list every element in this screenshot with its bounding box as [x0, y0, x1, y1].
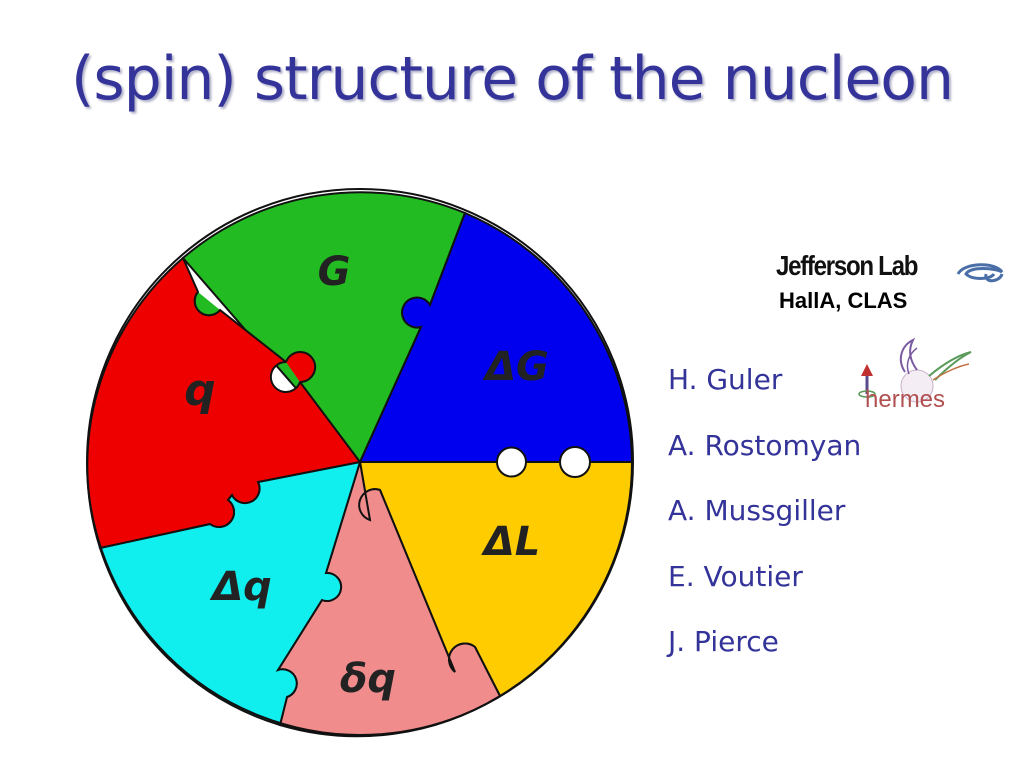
jefferson-lab-logo: Jefferson Lab [776, 250, 1004, 283]
collaborator-list: H. Guler A. Rostomyan A. Mussgiller E. V… [668, 362, 861, 690]
puzzle-piece-q [86, 256, 362, 550]
collaborator-name: H. Guler [668, 363, 783, 396]
halls-label: HallA, CLAS [779, 288, 908, 313]
label-dG: ΔG [482, 344, 549, 390]
label-q: q [184, 365, 216, 416]
collaborator-name: E. Voutier [668, 559, 803, 593]
puzzle-tab-G [193, 291, 221, 317]
label-deltaq: δq [340, 656, 396, 702]
jlab-swirl-icon [956, 263, 1004, 283]
puzzle-outline [86, 188, 634, 736]
label-Dq: Δq [209, 564, 272, 610]
hermes-wings-icon [858, 337, 972, 403]
collaborator-name: J. Pierce [668, 625, 779, 658]
jlab-wordmark: Jefferson Lab [776, 250, 918, 281]
collaborator-name: A. Mussgiller [668, 494, 846, 527]
hermes-logo: hermes [855, 336, 975, 416]
collaborator-name: A. Rostomyan [668, 428, 862, 462]
slide-title: (spin) structure of the nucleon [70, 44, 954, 114]
puzzle-tab-q [285, 351, 317, 384]
puzzle-piece-dG [358, 211, 634, 463]
hermes-wordmark: hermes [865, 386, 946, 413]
label-dL: ΔL [481, 519, 540, 565]
label-G: G [318, 249, 351, 295]
